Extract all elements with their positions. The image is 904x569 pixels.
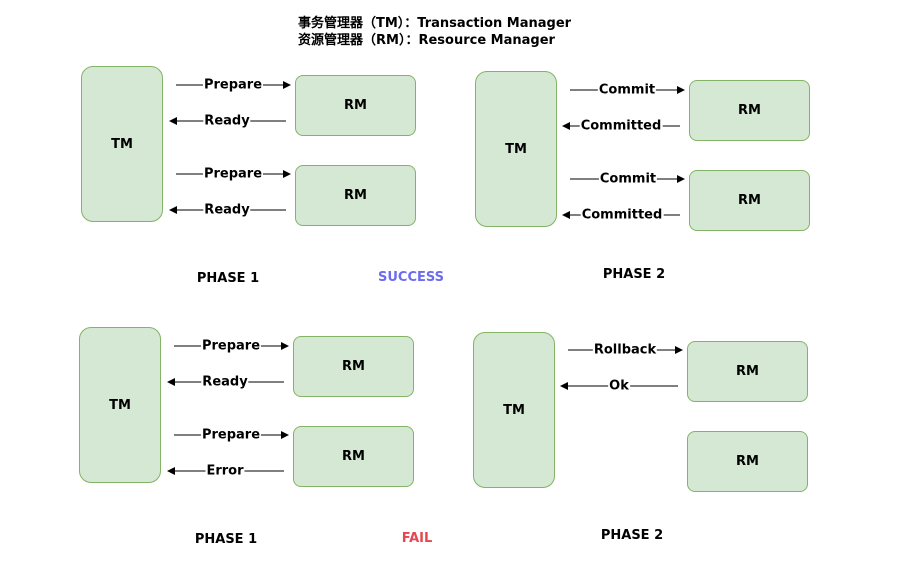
tm-box-success-phase2: TM	[475, 71, 557, 227]
caption-success-phase1: PHASE 1	[196, 271, 260, 286]
rm-box-fail-phase1-2: RM	[293, 426, 414, 487]
msg-prepare-2: Prepare	[202, 166, 264, 182]
msg-commit-1: Commit	[597, 82, 657, 98]
msg-ready-2: Ready	[203, 202, 251, 218]
tm-box-fail-phase2: TM	[473, 332, 555, 488]
tm-box-fail-phase1: TM	[79, 327, 161, 483]
legend-tm: 事务管理器（TM）：Transaction Manager	[298, 16, 572, 31]
caption-fail-phase1: PHASE 1	[194, 532, 258, 547]
msg-prepare-4: Prepare	[200, 427, 262, 443]
rm-box-success-phase2-1: RM	[689, 80, 810, 141]
msg-error-4: Error	[205, 463, 245, 479]
rm-box-success-phase1-2: RM	[295, 165, 416, 226]
msg-ready-3: Ready	[201, 374, 249, 390]
rm-box-success-phase1-1: RM	[295, 75, 416, 136]
legend-rm: 资源管理器（RM）：Resource Manager	[298, 33, 555, 48]
msg-prepare-1: Prepare	[202, 77, 264, 93]
rm-box-fail-phase1-1: RM	[293, 336, 414, 397]
caption-success-phase2: PHASE 2	[602, 267, 666, 282]
msg-prepare-3: Prepare	[200, 338, 262, 354]
status-success: SUCCESS	[377, 270, 445, 285]
msg-committed-2: Committed	[580, 207, 664, 223]
msg-ready-1: Ready	[203, 113, 251, 129]
rm-box-fail-phase2-2: RM	[687, 431, 808, 492]
msg-commit-2: Commit	[598, 171, 658, 187]
status-fail: FAIL	[401, 531, 433, 546]
msg-rollback-1: Rollback	[592, 342, 658, 358]
caption-fail-phase2: PHASE 2	[600, 528, 664, 543]
rm-box-fail-phase2-1: RM	[687, 341, 808, 402]
tm-box-success-phase1: TM	[81, 66, 163, 222]
rm-box-success-phase2-2: RM	[689, 170, 810, 231]
msg-ok-1: Ok	[608, 378, 630, 394]
msg-committed-1: Committed	[579, 118, 663, 134]
